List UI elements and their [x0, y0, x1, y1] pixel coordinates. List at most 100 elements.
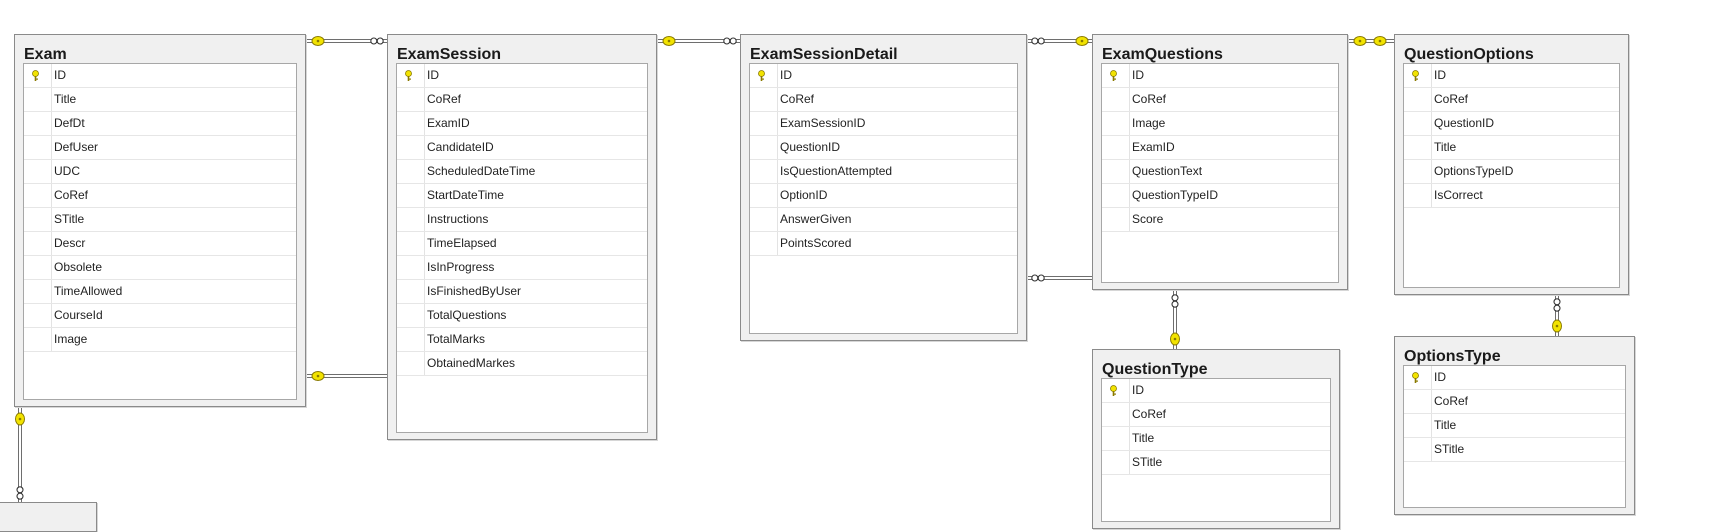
column-row[interactable]: Descr	[24, 232, 296, 256]
row-selector	[750, 136, 778, 159]
column-row[interactable]: IsCorrect	[1404, 184, 1619, 208]
column-row[interactable]: ScheduledDateTime	[397, 160, 647, 184]
column-row[interactable]: Title	[1102, 427, 1330, 451]
table-offscreen[interactable]	[0, 502, 97, 532]
column-row[interactable]: CandidateID	[397, 136, 647, 160]
row-selector	[397, 232, 425, 255]
many-end-infinity-icon	[16, 492, 24, 500]
column-row[interactable]: OptionsTypeID	[1404, 160, 1619, 184]
column-name: DefDt	[54, 116, 85, 130]
column-name: QuestionID	[1434, 116, 1495, 130]
row-selector	[1102, 112, 1130, 135]
column-row[interactable]: QuestionID	[750, 136, 1017, 160]
column-name: CoRef	[780, 92, 815, 106]
column-row[interactable]: Title	[24, 88, 296, 112]
column-row[interactable]: ExamID	[397, 112, 647, 136]
column-row[interactable]: IsInProgress	[397, 256, 647, 280]
row-selector	[1404, 184, 1432, 207]
column-row[interactable]: STitle	[1102, 451, 1330, 475]
column-row[interactable]: ExamID	[1102, 136, 1338, 160]
row-selector	[397, 256, 425, 279]
column-row[interactable]: ExamSessionID	[750, 112, 1017, 136]
row-selector	[750, 208, 778, 231]
row-selector	[1404, 438, 1432, 461]
column-name: Score	[1132, 212, 1164, 226]
row-selector	[750, 112, 778, 135]
row-selector	[1404, 414, 1432, 437]
column-row[interactable]: ID	[1102, 64, 1338, 88]
column-row[interactable]: DefUser	[24, 136, 296, 160]
column-name: STitle	[1434, 442, 1465, 456]
primary-key-icon	[1412, 372, 1419, 383]
column-row[interactable]: StartDateTime	[397, 184, 647, 208]
column-row[interactable]: ID	[24, 64, 296, 88]
column-row[interactable]: PointsScored	[750, 232, 1017, 256]
column-name: ID	[1132, 383, 1144, 397]
column-row[interactable]: ID	[397, 64, 647, 88]
column-row[interactable]: STitle	[1404, 438, 1625, 462]
column-row[interactable]: OptionID	[750, 184, 1017, 208]
column-row[interactable]: TimeAllowed	[24, 280, 296, 304]
column-row[interactable]: TotalQuestions	[397, 304, 647, 328]
column-row[interactable]: IsFinishedByUser	[397, 280, 647, 304]
column-row[interactable]: UDC	[24, 160, 296, 184]
column-row[interactable]: CoRef	[24, 184, 296, 208]
column-row[interactable]: Image	[1102, 112, 1338, 136]
column-row[interactable]: ID	[1404, 366, 1625, 390]
column-row[interactable]: CoRef	[1102, 403, 1330, 427]
column-name: STitle	[1132, 455, 1163, 469]
column-name: Descr	[54, 236, 86, 250]
row-selector	[1102, 427, 1130, 450]
primary-key-icon	[1412, 70, 1419, 81]
table-title: Exam	[24, 46, 67, 63]
column-row[interactable]: Title	[1404, 136, 1619, 160]
column-row[interactable]: QuestionText	[1102, 160, 1338, 184]
column-row[interactable]: QuestionTypeID	[1102, 184, 1338, 208]
row-selector	[1102, 208, 1130, 231]
column-name: OptionID	[780, 188, 828, 202]
column-row[interactable]: QuestionID	[1404, 112, 1619, 136]
column-row[interactable]: Score	[1102, 208, 1338, 232]
row-selector	[1404, 390, 1432, 413]
column-row[interactable]: IsQuestionAttempted	[750, 160, 1017, 184]
column-row[interactable]: CoRef	[397, 88, 647, 112]
column-row[interactable]: ID	[1102, 379, 1330, 403]
column-row[interactable]: ID	[1404, 64, 1619, 88]
column-row[interactable]: TotalMarks	[397, 328, 647, 352]
column-row[interactable]: TimeElapsed	[397, 232, 647, 256]
one-end-key-icon	[18, 417, 22, 421]
column-row[interactable]: Obsolete	[24, 256, 296, 280]
many-end-infinity-icon	[1037, 37, 1045, 45]
column-row[interactable]: ObtainedMarkes	[397, 352, 647, 376]
column-row[interactable]: CoRef	[1404, 88, 1619, 112]
column-row[interactable]: Image	[24, 328, 296, 352]
column-name: CandidateID	[427, 140, 494, 154]
relationship-lines	[15, 36, 1562, 502]
column-row[interactable]: STitle	[24, 208, 296, 232]
column-row[interactable]: AnswerGiven	[750, 208, 1017, 232]
one-end-key-icon	[1173, 337, 1177, 341]
column-row[interactable]: CourseId	[24, 304, 296, 328]
column-name: CoRef	[1434, 394, 1469, 408]
column-row[interactable]: Title	[1404, 414, 1625, 438]
column-row[interactable]: DefDt	[24, 112, 296, 136]
column-row[interactable]: ID	[750, 64, 1017, 88]
column-row[interactable]: CoRef	[750, 88, 1017, 112]
column-row[interactable]: CoRef	[1404, 390, 1625, 414]
table-title: QuestionType	[1102, 361, 1208, 378]
column-row[interactable]: CoRef	[1102, 88, 1338, 112]
many-end-infinity-icon	[16, 486, 24, 494]
column-row[interactable]: Instructions	[397, 208, 647, 232]
one-end-key-icon	[1358, 39, 1362, 43]
column-name: Image	[54, 332, 88, 346]
